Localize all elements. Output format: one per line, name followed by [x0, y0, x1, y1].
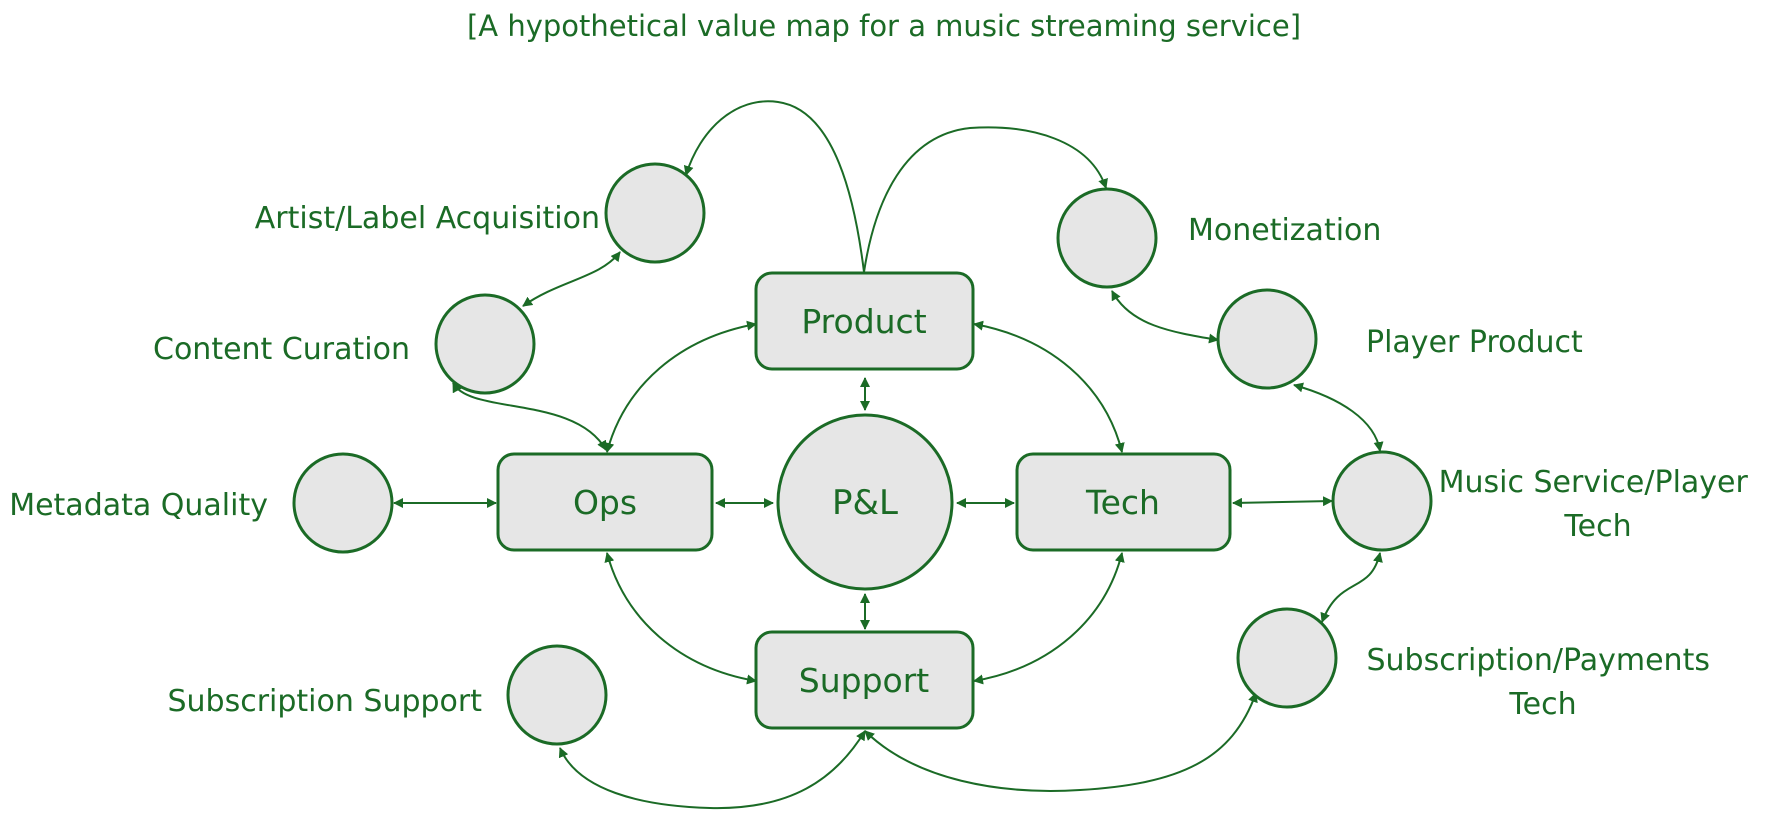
monetization-label: Monetization [1188, 213, 1381, 248]
connector-support-payments [864, 692, 1258, 792]
player-product-label: Player Product [1366, 325, 1583, 360]
music-service-player-tech-line1: Music Service/Player [1439, 465, 1749, 500]
subscription-support-node [506, 644, 608, 746]
content-curation-node [434, 293, 536, 395]
connector-monetization-player [1111, 290, 1219, 344]
connector-player-musicservice [1293, 382, 1384, 452]
music-service-player-tech-label: Music Service/Player Tech [1439, 465, 1758, 544]
connector-tech-musicservice [1232, 496, 1333, 508]
tech-label: Tech [1085, 483, 1160, 522]
subscription-payments-tech-node [1236, 607, 1338, 709]
product-box: Product [754, 271, 975, 371]
tech-box: Tech [1015, 452, 1232, 552]
ops-label: Ops [573, 483, 637, 522]
pl-label: P&L [832, 483, 898, 523]
product-label: Product [801, 302, 926, 341]
metadata-quality-label: Metadata Quality [9, 488, 268, 523]
artist-label-acquisition-label: Artist/Label Acquisition [255, 201, 600, 236]
player-product-node [1216, 288, 1318, 390]
ops-box: Ops [496, 452, 714, 552]
subscription-support-label: Subscription Support [167, 684, 482, 719]
connector-curation-ops [452, 382, 607, 451]
diagram-title: [A hypothetical value map for a music st… [467, 9, 1301, 43]
music-service-player-tech-line2: Tech [1563, 509, 1631, 544]
metadata-quality-node [292, 452, 394, 554]
support-label: Support [799, 661, 930, 700]
connector-product-artist [683, 100, 865, 273]
connector-product-monetization [863, 126, 1108, 273]
connector-artist-curation [522, 251, 621, 307]
pl-node: P&L [776, 413, 954, 591]
support-box: Support [754, 630, 975, 730]
subscription-payments-tech-line2: Tech [1508, 687, 1576, 722]
connector-musicservice-payments [1320, 552, 1383, 623]
connector-tech-support [973, 552, 1125, 685]
connector-ops-support [604, 552, 757, 685]
connectors [393, 100, 1384, 810]
connector-product-tech [973, 320, 1125, 453]
connector-support-subsupport [558, 730, 866, 810]
artist-label-acquisition-node [604, 162, 706, 264]
monetization-node [1056, 187, 1158, 289]
subscription-payments-tech-label: Subscription/Payments Tech [1366, 643, 1719, 722]
connector-ops-product [604, 320, 757, 453]
subscription-payments-tech-line1: Subscription/Payments [1366, 643, 1709, 678]
music-service-player-tech-node [1331, 450, 1433, 552]
content-curation-label: Content Curation [153, 332, 410, 367]
